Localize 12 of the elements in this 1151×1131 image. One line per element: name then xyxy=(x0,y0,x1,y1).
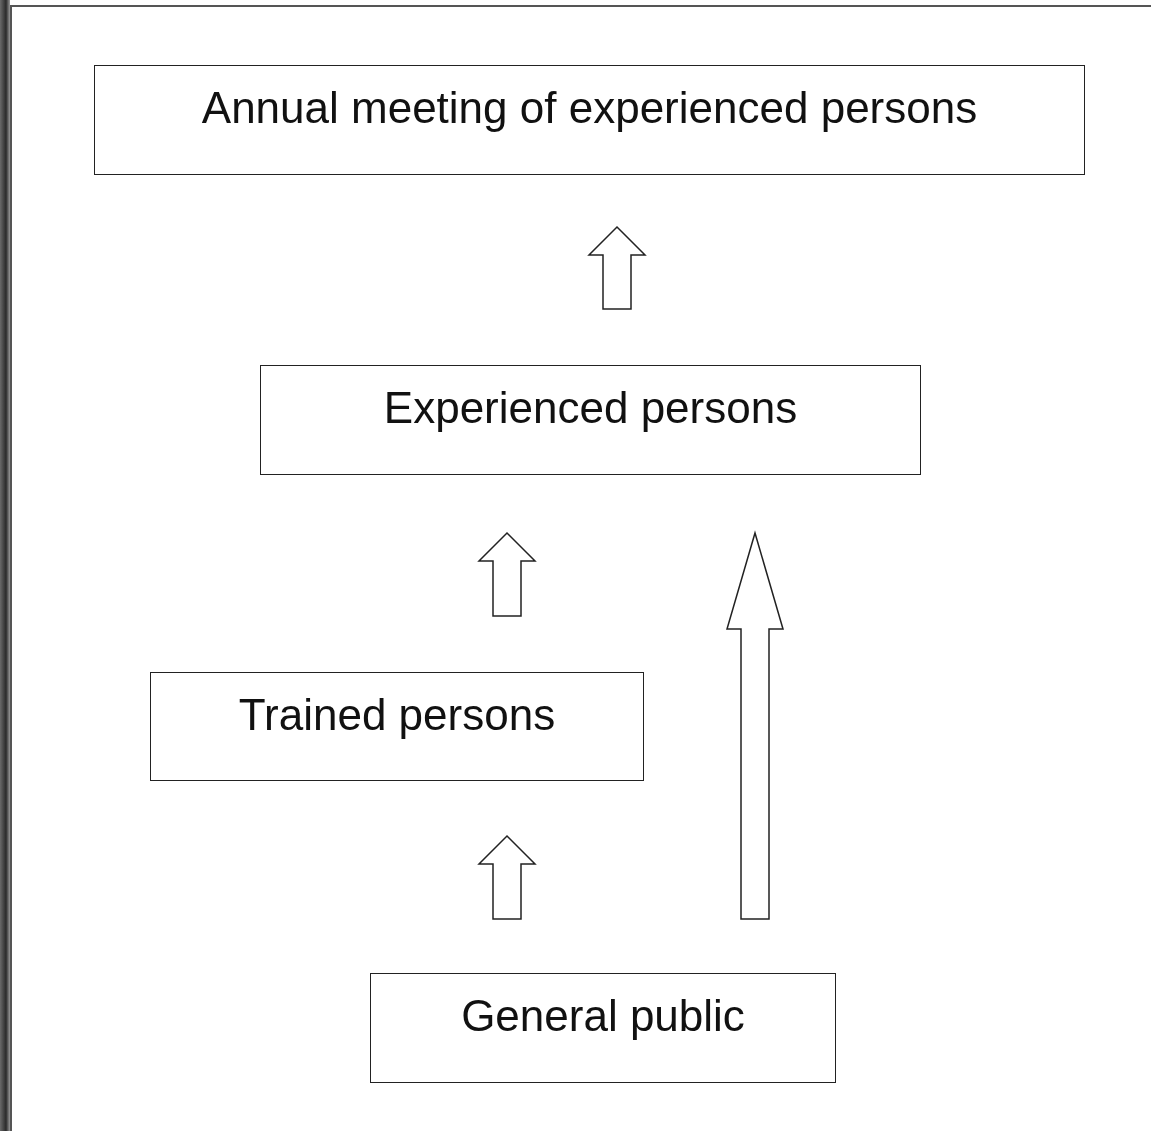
block-arrow xyxy=(477,834,537,920)
box-label: Annual meeting of experienced persons xyxy=(201,84,978,133)
process-box xyxy=(370,973,836,1083)
block-arrow xyxy=(587,225,647,310)
process-box xyxy=(150,672,644,781)
box-label: Experienced persons xyxy=(383,384,798,433)
process-box xyxy=(260,365,921,475)
process-box xyxy=(94,65,1085,175)
block-arrow xyxy=(477,531,537,617)
box-label: General public xyxy=(461,992,745,1041)
block-arrow xyxy=(726,530,784,920)
box-label: Trained persons xyxy=(238,691,556,740)
